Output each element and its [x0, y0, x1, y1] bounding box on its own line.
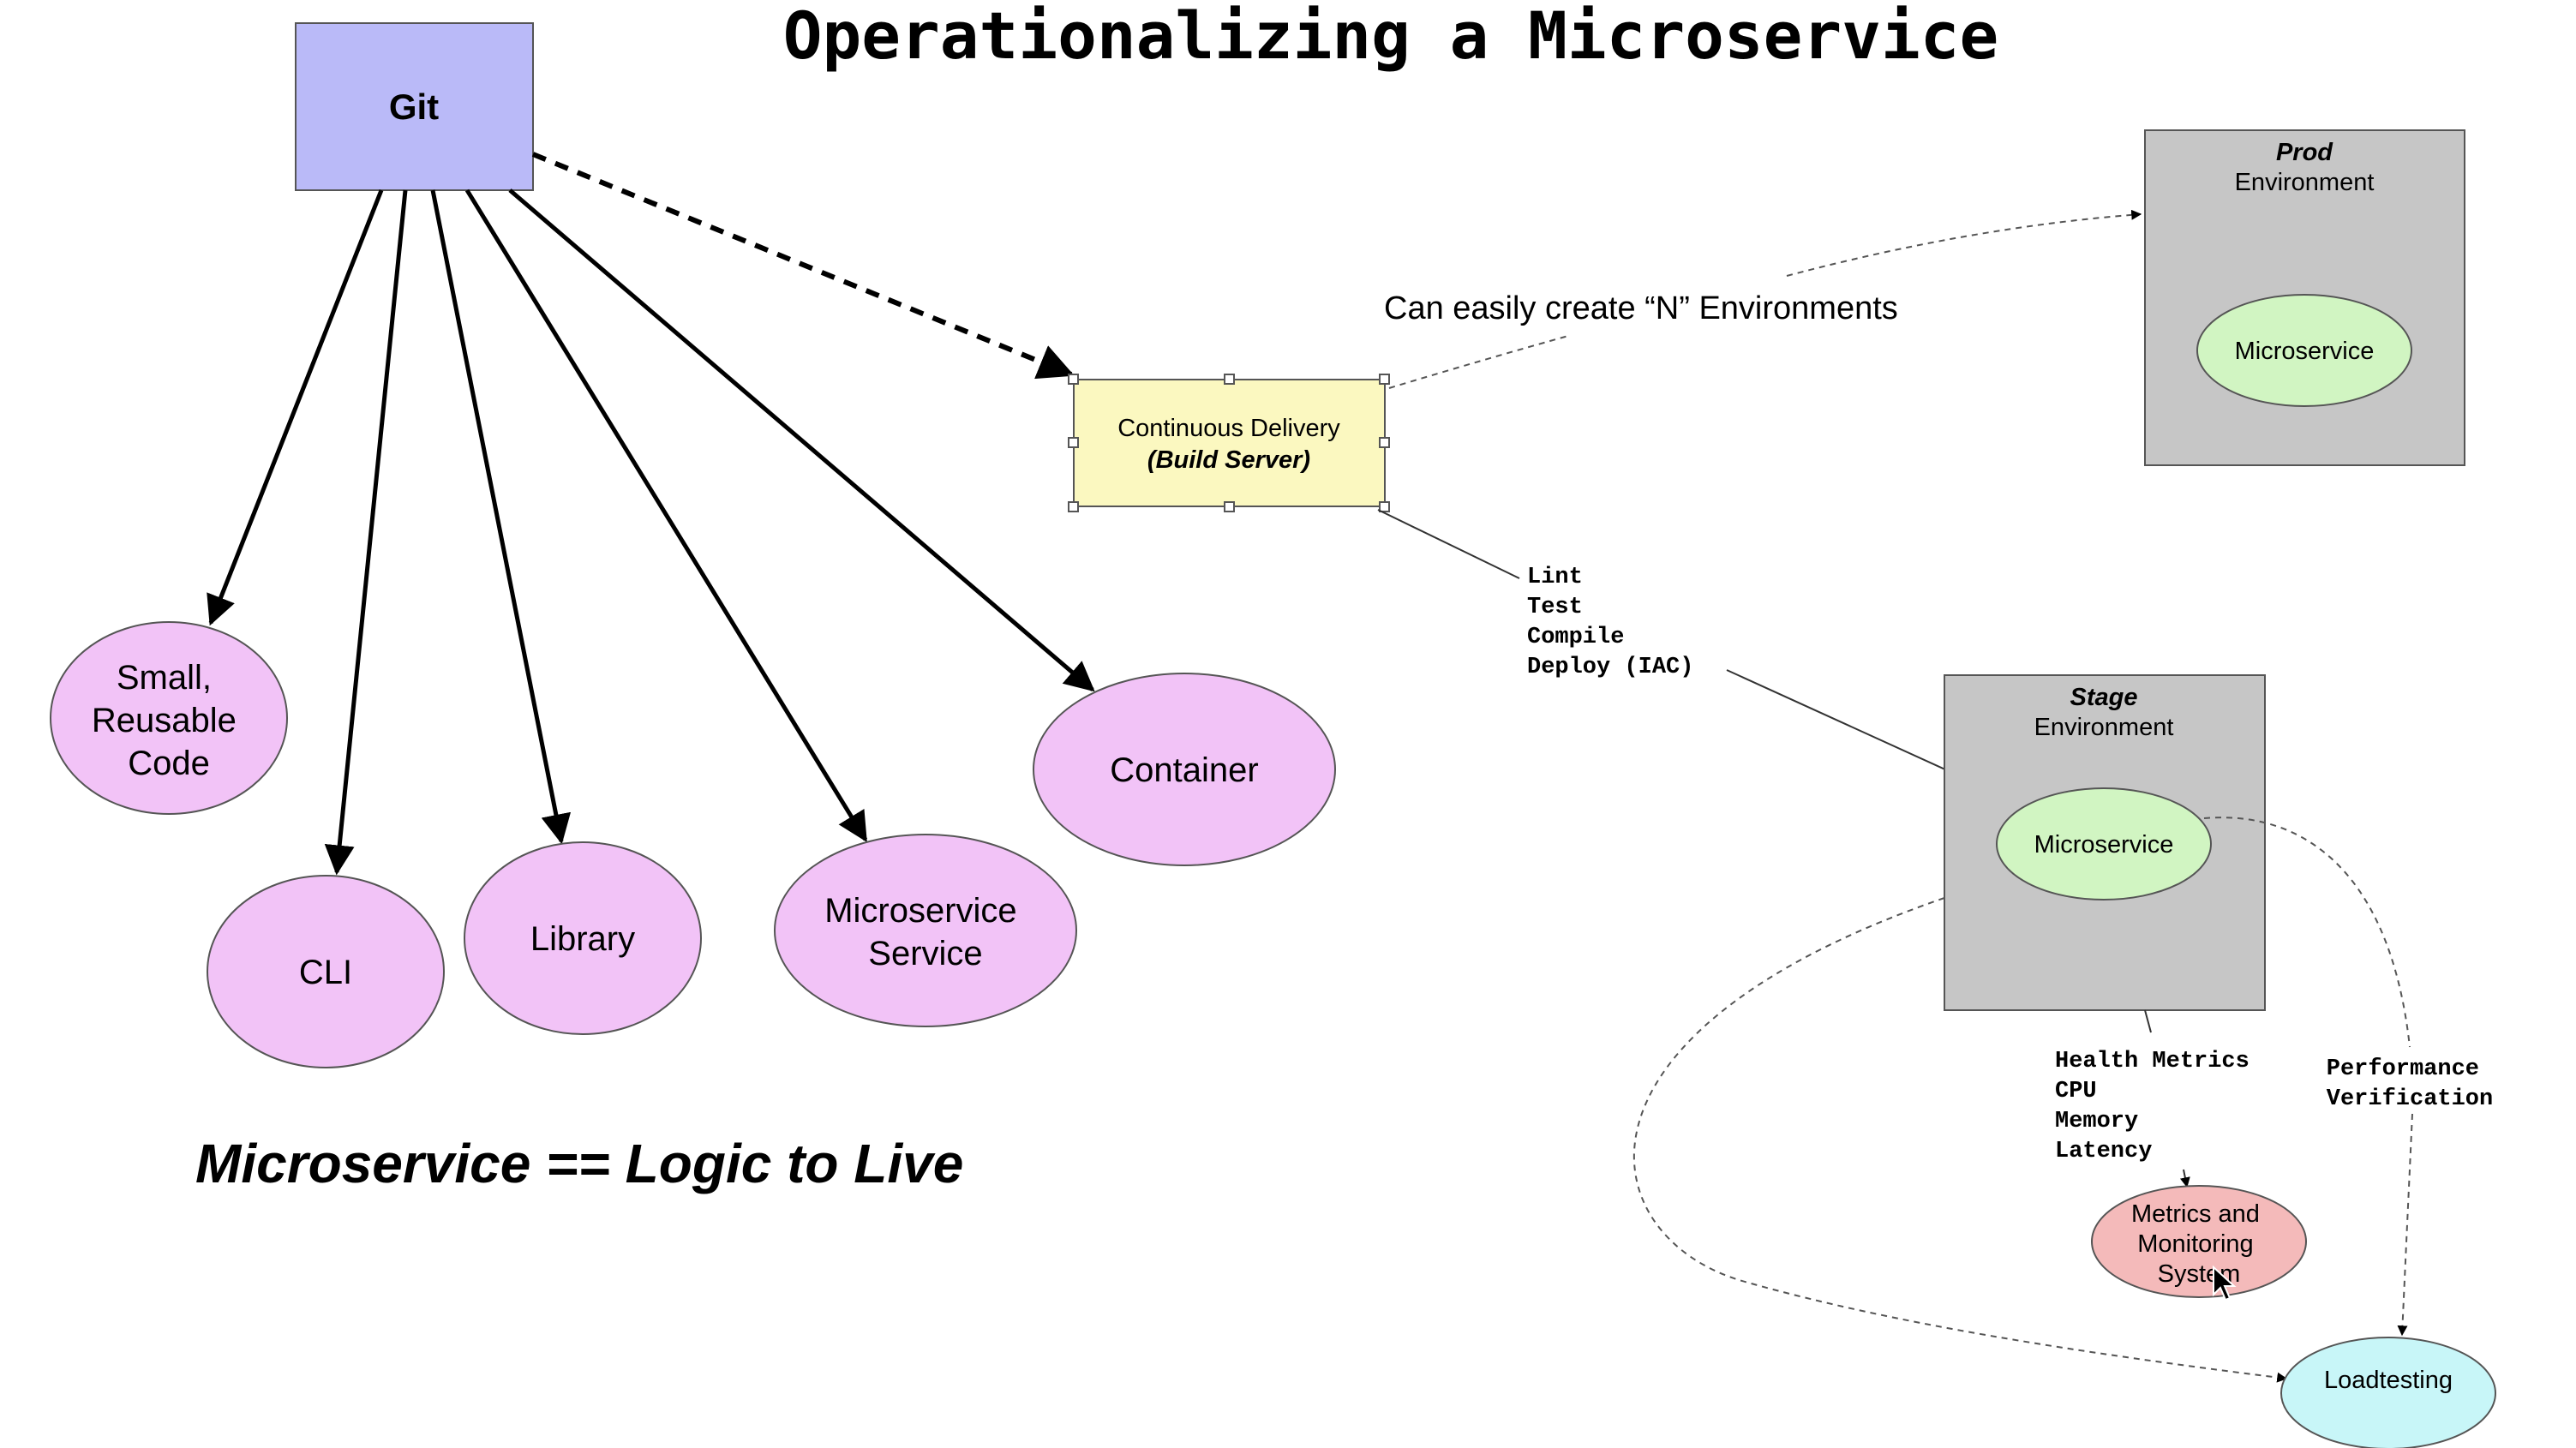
cli-ellipse: [207, 875, 445, 1068]
connector-segment: [2203, 817, 2411, 1048]
microservice-service-ellipse: [774, 834, 1077, 1027]
prod-microservice-label: Microservice: [2235, 338, 2375, 365]
target-small-reusable-code: Small, Reusable Code: [50, 621, 288, 815]
loadtesting-ellipse: [2280, 1337, 2496, 1448]
target-container: Container: [1033, 673, 1336, 866]
stage-environment: Stage Environment Microservice: [1944, 674, 2266, 1011]
page-title: Operationalizing a Microservice: [783, 0, 1998, 74]
selection-handle: [1068, 437, 1079, 448]
build-to-prod-connector: [1388, 209, 2142, 389]
git-box: [295, 22, 534, 191]
prod-microservice-ellipse: [2196, 294, 2412, 407]
connector-segment: [2397, 1113, 2413, 1337]
selection-handle: [1068, 374, 1079, 385]
container-label: Container: [1110, 751, 1258, 789]
target-microservice-service: Microservice Service: [774, 834, 1077, 1027]
stage-microservice-ellipse: [1996, 787, 2212, 901]
library-label: Library: [530, 920, 635, 958]
arrow-git-to-container: [508, 188, 1095, 692]
connector-segment: [1377, 509, 1520, 579]
loadtest-loop-connector: [1633, 897, 2288, 1383]
selection-handle: [1379, 501, 1390, 512]
container-ellipse: [1033, 673, 1336, 866]
connector-segment: [1786, 209, 2142, 277]
stage-microservice-label: Microservice: [2034, 831, 2174, 859]
target-cli: CLI: [207, 875, 445, 1068]
library-ellipse: [464, 841, 702, 1035]
prod-environment: Prod Environment Microservice: [2144, 129, 2465, 466]
cli-label: CLI: [299, 954, 352, 991]
loadtesting-node: Loadtesting: [2280, 1337, 2496, 1448]
selection-handle: [1068, 501, 1079, 512]
build-server-box: [1073, 379, 1386, 507]
build-server-node: Continuous Delivery (Build Server): [1068, 374, 1390, 512]
stage-environment-name: Stage: [2070, 684, 2138, 711]
arrow-git-to-microservice-service: [464, 188, 868, 842]
build-server-label: Continuous Delivery: [1117, 415, 1340, 442]
tagline: Microservice == Logic to Live: [195, 1133, 963, 1194]
build-to-stage-connector: [1377, 509, 2026, 806]
small-reusable-code-ellipse: [50, 621, 288, 815]
git-arrows: [207, 152, 1095, 876]
selection-handle: [1224, 374, 1235, 385]
stage-to-metrics-connector: [2144, 1009, 2190, 1188]
loadtesting-label: Loadtesting: [2324, 1367, 2453, 1394]
prod-environment-sub: Environment: [2235, 169, 2375, 196]
connector-segment: [2144, 1009, 2152, 1033]
microservice-service-label: Microservice Service: [824, 892, 1027, 972]
arrow-git-to-cli: [324, 189, 408, 876]
performance-verification: Performance Verification: [2327, 1056, 2493, 1112]
metrics-system-ellipse: [2091, 1185, 2307, 1298]
health-metrics: Health Metrics CPU Memory Latency: [2055, 1049, 2263, 1164]
stage-environment-sub: Environment: [2034, 714, 2174, 741]
selection-handle: [1224, 501, 1235, 512]
arrow-git-to-library: [430, 189, 572, 845]
selection-handle: [1379, 374, 1390, 385]
git-label: Git: [389, 87, 439, 127]
selection-handle: [1379, 437, 1390, 448]
performance-connector: [2203, 817, 2413, 1337]
arrow-git-to-small-code: [207, 189, 384, 626]
environments-note: Can easily create “N” Environments: [1384, 290, 1898, 326]
metrics-system-node: Metrics and Monitoring System: [2091, 1185, 2307, 1298]
prod-environment-name: Prod: [2276, 139, 2333, 166]
pipeline-steps: Lint Test Compile Deploy (IAC): [1527, 565, 1693, 680]
target-library: Library: [464, 841, 702, 1035]
build-server-sublabel: (Build Server): [1147, 446, 1310, 474]
mouse-cursor-icon: [2213, 1265, 2237, 1301]
connector-segment: [1388, 335, 1569, 389]
small-reusable-code-label: Small, Reusable Code: [92, 659, 246, 782]
selection-handles: [1068, 374, 1390, 512]
git-node: Git: [295, 22, 534, 191]
arrow-git-to-build-server: [531, 152, 1075, 380]
connector-segment: [2179, 1169, 2190, 1188]
